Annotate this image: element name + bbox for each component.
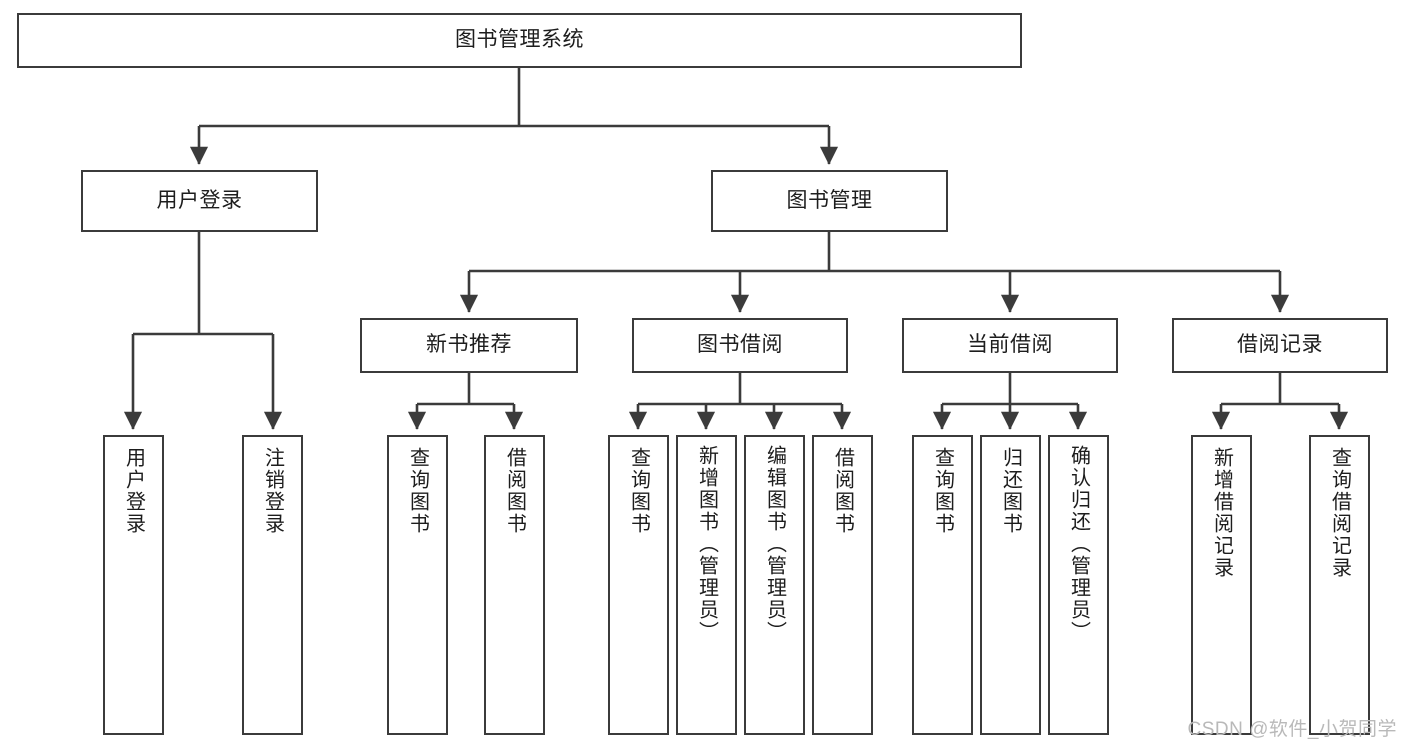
leaf-query-book-borrow[interactable]: 查询图书 xyxy=(608,435,669,735)
node-label: 归还图书 xyxy=(999,447,1022,535)
node-label: 借阅记录 xyxy=(1237,333,1323,357)
node-label: 借阅图书 xyxy=(831,447,854,535)
node-current-borrow[interactable]: 当前借阅 xyxy=(902,318,1118,373)
node-label: 新增借阅记录 xyxy=(1210,447,1233,579)
node-label: 借阅图书 xyxy=(503,447,526,535)
node-label: 查询图书 xyxy=(931,447,954,535)
node-book-management[interactable]: 图书管理 xyxy=(711,170,948,232)
leaf-query-book-current[interactable]: 查询图书 xyxy=(912,435,973,735)
node-label: 编辑图书（管理员） xyxy=(763,445,786,643)
csdn-watermark: CSDN @软件_小贺同学 xyxy=(1187,719,1397,740)
leaf-add-borrow-record[interactable]: 新增借阅记录 xyxy=(1191,435,1252,735)
node-borrow-record[interactable]: 借阅记录 xyxy=(1172,318,1388,373)
node-new-book-recommend[interactable]: 新书推荐 xyxy=(360,318,578,373)
node-label: 查询借阅记录 xyxy=(1328,447,1351,579)
node-label: 查询图书 xyxy=(406,447,429,535)
leaf-borrow-book[interactable]: 借阅图书 xyxy=(812,435,873,735)
node-label: 图书管理 xyxy=(786,188,873,212)
node-user-login[interactable]: 用户登录 xyxy=(81,170,318,232)
leaf-user-logout[interactable]: 注销登录 xyxy=(242,435,303,735)
node-label: 用户登录 xyxy=(156,188,243,212)
leaf-confirm-return-admin[interactable]: 确认归还（管理员） xyxy=(1048,435,1109,735)
node-label: 新书推荐 xyxy=(426,333,512,357)
leaf-borrow-book-recommend[interactable]: 借阅图书 xyxy=(484,435,545,735)
leaf-return-book[interactable]: 归还图书 xyxy=(980,435,1041,735)
leaf-query-book-recommend[interactable]: 查询图书 xyxy=(387,435,448,735)
leaf-edit-book-admin[interactable]: 编辑图书（管理员） xyxy=(744,435,805,735)
node-label: 图书借阅 xyxy=(697,333,783,357)
leaf-add-book-admin[interactable]: 新增图书（管理员） xyxy=(676,435,737,735)
node-label: 确认归还（管理员） xyxy=(1067,445,1090,643)
node-label: 新增图书（管理员） xyxy=(695,445,718,643)
node-label: 查询图书 xyxy=(627,447,650,535)
node-label: 图书管理系统 xyxy=(455,28,584,52)
node-book-borrow[interactable]: 图书借阅 xyxy=(632,318,848,373)
leaf-user-login[interactable]: 用户登录 xyxy=(103,435,164,735)
node-label: 当前借阅 xyxy=(967,333,1053,357)
node-label: 用户登录 xyxy=(122,447,145,535)
node-root-book-management-system[interactable]: 图书管理系统 xyxy=(17,13,1022,68)
node-label: 注销登录 xyxy=(261,447,284,535)
leaf-query-borrow-record[interactable]: 查询借阅记录 xyxy=(1309,435,1370,735)
